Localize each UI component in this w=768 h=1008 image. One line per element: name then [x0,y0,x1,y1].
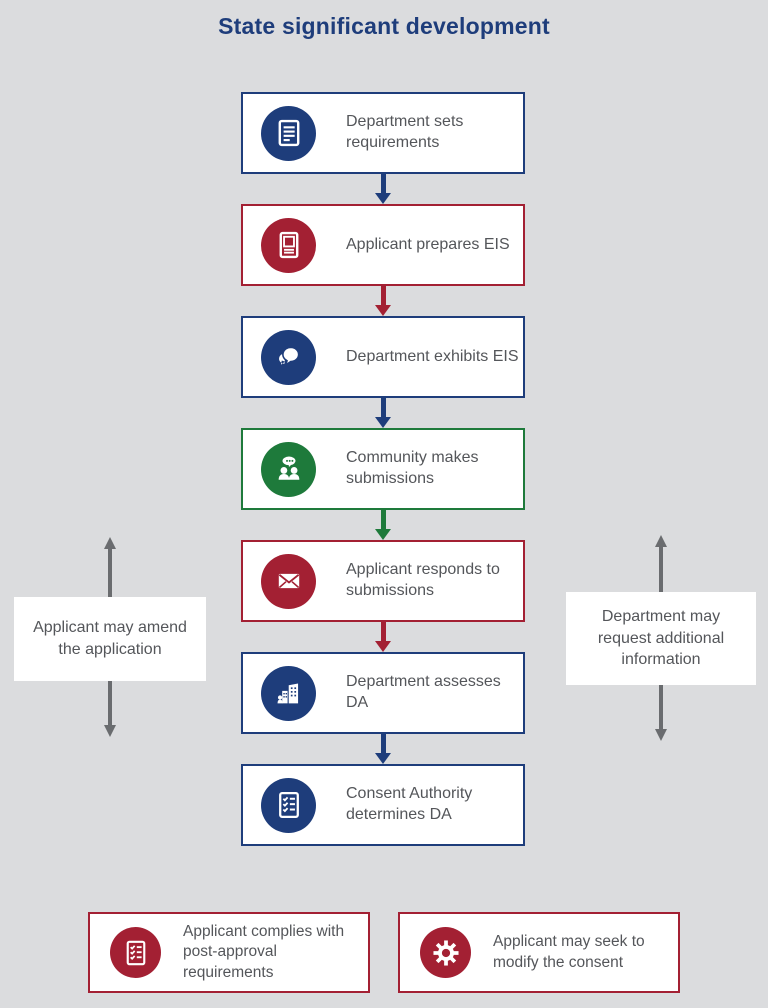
down-arrow [375,510,391,540]
down-arrow [375,734,391,764]
main-flow: Department sets requirements Applicant p… [241,92,525,846]
checklist-icon [110,927,161,978]
step-label: Department sets requirements [346,113,464,151]
box-post-approval-requirements: Applicant complies with post-approval re… [88,912,370,993]
step-label: Applicant responds to submissions [346,561,500,599]
down-arrow [375,286,391,316]
bottom-box-label: Applicant may seek to modify the consent [493,933,645,971]
checklist-icon [261,777,316,833]
step-consent-authority-determines-da: Consent Authority determines DA [241,764,525,846]
step-label: Community makes submissions [346,449,479,487]
step-department-exhibits-eis: Department exhibits EIS [241,316,525,398]
buildings-icon [261,665,316,721]
box-modify-consent: Applicant may seek to modify the consent [398,912,680,993]
step-department-assesses-da: Department assesses DA [241,652,525,734]
up-arrow-icon [104,537,116,597]
note-label: Applicant may amend the application [14,597,206,681]
step-label: Consent Authority determines DA [346,785,473,823]
down-arrow [375,622,391,652]
document-list-icon [261,105,316,161]
gear-icon [420,927,471,978]
down-arrow [375,398,391,428]
community-icon [261,441,316,497]
step-label: Department exhibits EIS [346,347,519,365]
envelope-icon [261,553,316,609]
step-label: Department assesses DA [346,673,501,711]
up-arrow-icon [655,535,667,592]
page-title: State significant development [218,13,550,39]
step-applicant-prepares-eis: Applicant prepares EIS [241,204,525,286]
down-arrow-icon [104,681,116,737]
step-label: Applicant prepares EIS [346,235,510,253]
speech-bubbles-icon [261,329,316,385]
document-icon [261,217,316,273]
step-applicant-responds-to-submissions: Applicant responds to submissions [241,540,525,622]
step-community-makes-submissions: Community makes submissions [241,428,525,510]
down-arrow-icon [655,684,667,741]
down-arrow [375,174,391,204]
bottom-box-label: Applicant complies with post-approval re… [183,923,345,981]
side-note-applicant-amend: Applicant may amend the application [14,537,206,737]
step-department-sets-requirements: Department sets requirements [241,92,525,174]
note-label: Department may request additional inform… [566,592,756,685]
side-note-department-request: Department may request additional inform… [566,535,756,741]
